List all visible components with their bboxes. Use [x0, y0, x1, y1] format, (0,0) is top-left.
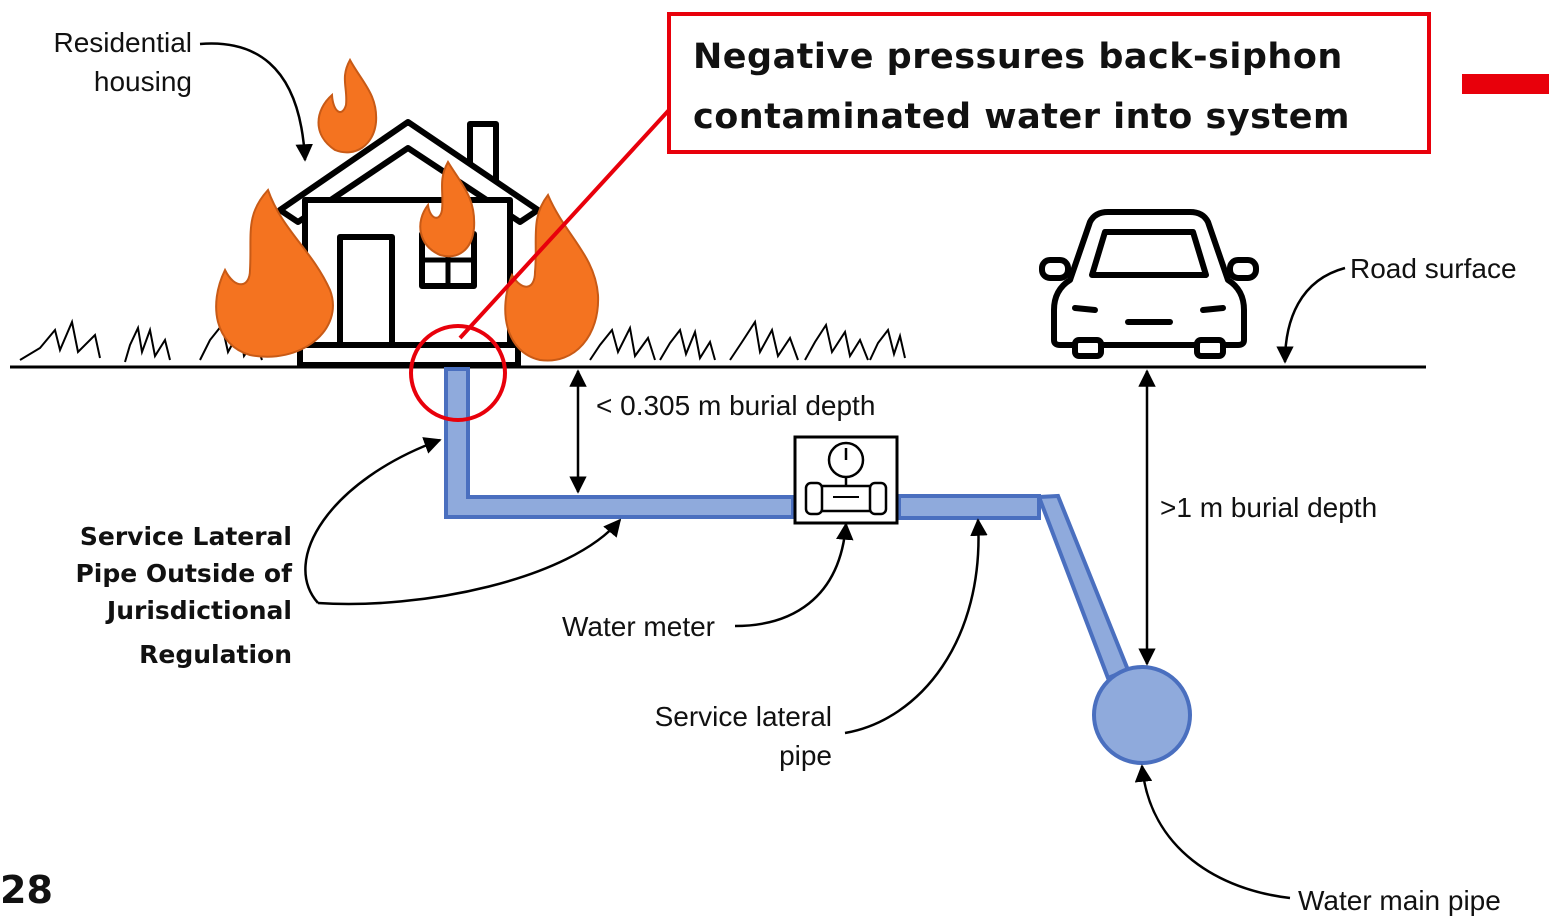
accent-bar	[1462, 74, 1549, 94]
residential-label-1: Residential	[53, 27, 192, 58]
shallow-depth-label: < 0.305 m burial depth	[596, 390, 875, 421]
outside-label-3: Jurisdictional	[105, 596, 292, 625]
slide-number: 28	[0, 868, 53, 912]
callout-connector	[458, 108, 671, 340]
flame-icon	[215, 57, 600, 362]
highlight-circle	[409, 324, 507, 422]
service-lateral-label-1: Service lateral	[655, 701, 832, 732]
callout-line-2: contaminated water into system	[693, 97, 1350, 137]
main-leader	[1134, 764, 1291, 900]
water-main-pipe	[1092, 665, 1192, 765]
outside-label-4: Regulation	[139, 640, 292, 669]
meter-leader	[734, 522, 854, 628]
callout-line-1: Negative pressures back-siphon	[693, 37, 1343, 77]
service-lateral-pipe	[444, 367, 1131, 681]
house-icon	[277, 119, 541, 368]
residential-label-2: housing	[94, 66, 192, 97]
residential-leader	[199, 42, 313, 162]
outside-leader-1	[304, 437, 442, 604]
water-meter-label: Water meter	[562, 611, 715, 642]
outside-label-1: Service Lateral	[80, 522, 292, 551]
service-lateral-label-2: pipe	[779, 740, 832, 771]
lateral-leader	[844, 518, 988, 735]
callout-box	[667, 12, 1431, 154]
outside-label-2: Pipe Outside of	[75, 559, 293, 588]
car-icon	[1039, 209, 1259, 359]
water-main-label: Water main pipe	[1298, 885, 1501, 916]
road-leader	[1276, 266, 1346, 364]
outside-leader-2	[317, 518, 622, 606]
water-meter-icon	[793, 435, 899, 525]
deep-depth-label: >1 m burial depth	[1160, 492, 1377, 523]
road-surface-label: Road surface	[1350, 253, 1517, 284]
